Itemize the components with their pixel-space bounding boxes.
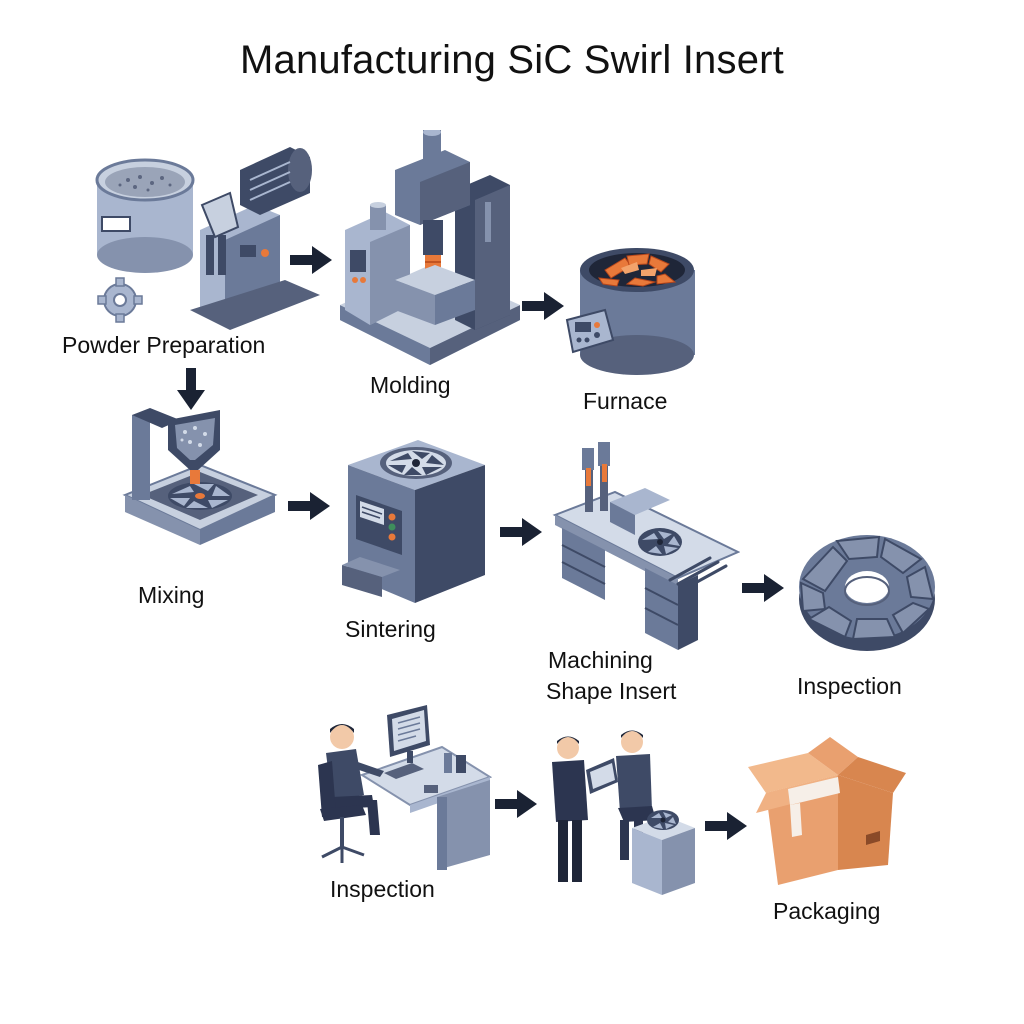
arrow-powder-to-mixing [177,368,205,410]
arrow-desk-to-inspectors [495,790,537,818]
inspectors-icon [552,730,695,895]
workbench-icon [552,442,740,650]
arrow-mixing-to-sintering [288,492,330,520]
arrow-powder-to-molding [290,246,332,274]
step-label-mixing: Mixing [138,582,205,608]
arrow-inspectors-to-packaging [705,812,747,840]
step-label-inspection-desk: Inspection [330,876,435,902]
arrow-sintering-to-machining [500,518,542,546]
step-label-machining: Machining Shape Insert [546,645,676,707]
step-label-furnace: Furnace [583,388,668,414]
step-label-machining-line2: Shape Insert [546,678,677,704]
cardboard-box-icon [748,737,906,885]
diagram-title: Manufacturing SiC Swirl Insert [240,38,784,82]
arrow-molding-to-furnace [522,292,564,320]
step-label-machining-line1: Machining [548,647,653,673]
step-label-inspection-part: Inspection [797,673,902,699]
mill-grinder-icon [95,147,320,330]
step-label-molding: Molding [370,372,451,398]
step-label-powder: Powder Preparation [62,332,266,358]
furnace-icon [565,248,695,375]
mixer-icon [122,408,278,545]
sintering-cabinet-icon [342,440,485,603]
arrow-machining-to-inspection [742,574,784,602]
press-machine-icon [340,130,520,365]
swirl-insert-icon [799,535,935,651]
computer-desk-icon [318,705,492,870]
step-label-sintering: Sintering [345,616,436,642]
step-label-packaging: Packaging [773,898,881,924]
